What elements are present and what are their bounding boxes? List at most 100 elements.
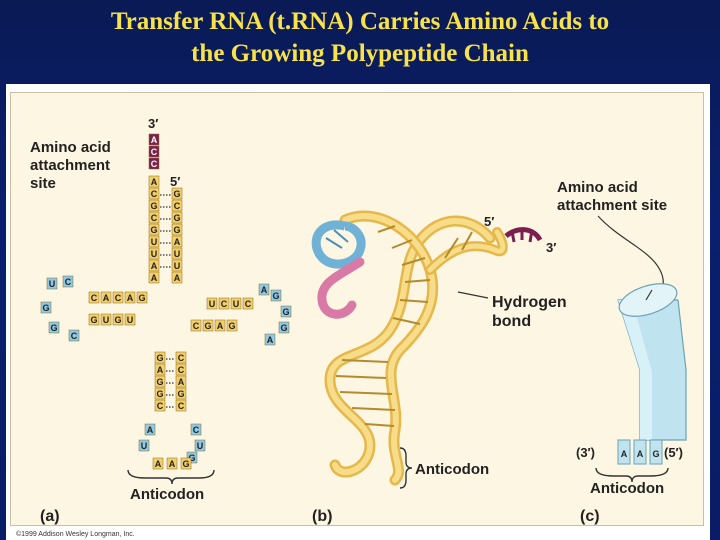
left-nt-5: U: [151, 237, 158, 247]
left-nt-0: A: [151, 177, 158, 187]
ac-loop-nt-3-box: [194, 439, 206, 452]
d-bottom-nt-0: G: [90, 315, 97, 325]
panel-c-five-prime: (5′): [664, 445, 683, 460]
t-bottom-nt-1: G: [204, 321, 211, 331]
left-nt-6-box: [148, 247, 160, 260]
t-loop-nt-0-box: [258, 283, 270, 296]
right-nt-1: C: [174, 201, 181, 211]
anticodon-brace-a: [127, 469, 215, 485]
t-bottom-nt-2: A: [217, 321, 224, 331]
right-nt-3: G: [173, 225, 180, 235]
panel-a-anticodon-label: Anticodon: [130, 486, 204, 503]
ac-right-nt-3-box: [175, 387, 187, 400]
right-nt-2: G: [173, 213, 180, 223]
d-bottom-nt-1-box: [100, 313, 112, 326]
copyright-text: ©1999 Addison Wesley Longman, Inc.: [16, 530, 135, 538]
d-loop-nt-1: C: [65, 277, 72, 287]
hydrogen-label-line-2: bond: [492, 313, 531, 330]
panel-c-label: (c): [580, 508, 600, 525]
ac-left-nt-3: G: [156, 389, 163, 399]
left-nt-8: A: [151, 273, 158, 283]
panel-c-base-2-box: [649, 439, 663, 465]
blue-loop: [311, 220, 366, 269]
anticodon-brace-c: [595, 467, 669, 483]
anticodon-nt-1-box: [166, 457, 178, 470]
t-loop-nt-1-box: [270, 289, 282, 302]
ac-left-nt-2-box: [154, 375, 166, 388]
t-top-nt-3: C: [245, 299, 252, 309]
d-bottom-nt-0-box: [88, 313, 100, 326]
d-top-nt-4-box: [136, 291, 148, 304]
d-loop-nt-3: G: [50, 323, 57, 333]
cylinder-highlight: [618, 300, 652, 440]
t-loop-nt-1: G: [272, 291, 279, 301]
ac-right-nt-4: C: [178, 401, 185, 411]
d-loop-nt-0-box: [46, 277, 58, 290]
panel-c-attachment-line-1: Amino acid: [557, 179, 638, 196]
d-loop-nt-2-box: [40, 301, 52, 314]
d-loop-nt-4: C: [71, 331, 78, 341]
cylinder-top: [618, 283, 678, 317]
anticodon-nt-0: A: [155, 459, 162, 469]
right-nt-6-box: [171, 259, 183, 272]
ac-right-nt-1-box: [175, 363, 187, 376]
ac-loop-nt-4-box: [186, 451, 198, 464]
t-top-nt-1: C: [221, 299, 228, 309]
ac-left-nt-1: A: [157, 365, 164, 375]
d-loop-nt-3-box: [48, 321, 60, 334]
attachment-label-line-3: site: [30, 175, 56, 192]
ac-loop-nt-2: C: [193, 425, 200, 435]
right-nt-7: A: [174, 273, 181, 283]
ac-left-nt-1-box: [154, 363, 166, 376]
right-nt-2-box: [171, 211, 183, 224]
d-top-nt-3-box: [124, 291, 136, 304]
attachment-point: [645, 289, 653, 301]
right-nt-5-box: [171, 247, 183, 260]
right-nt-0-box: [171, 187, 183, 200]
panel-c-base-1: A: [637, 449, 644, 459]
ac-loop-nt-3: U: [197, 441, 204, 451]
title-line-2: the Growing Polypeptide Chain: [191, 40, 529, 67]
acceptor-nt-2: C: [151, 159, 158, 169]
left-nt-3-box: [148, 211, 160, 224]
panel-c-base-0: A: [621, 449, 628, 459]
d-bottom-nt-1: U: [103, 315, 110, 325]
t-bottom-nt-0: C: [193, 321, 200, 331]
panel-b-five-prime: 5′: [484, 214, 494, 229]
ac-loop-nt-4: G: [188, 453, 195, 463]
panel-b-label: (b): [312, 508, 332, 525]
blue-rungs: [325, 229, 349, 249]
base-pair-rungs: [335, 225, 473, 427]
acceptor-nt-0: A: [151, 135, 158, 145]
right-nt-3-box: [171, 223, 183, 236]
left-nt-1-box: [148, 187, 160, 200]
left-nt-6: U: [151, 249, 158, 259]
ac-loop-nt-1: U: [141, 441, 148, 451]
yellow-backbone-1-highlight: [326, 218, 493, 476]
t-top-nt-3-box: [242, 297, 254, 310]
ac-loop-nt-2-box: [190, 423, 202, 436]
t-loop-nt-3: G: [280, 323, 287, 333]
t-top-nt-1-box: [218, 297, 230, 310]
acceptor-nt-0-box: [148, 133, 160, 146]
ac-left-nt-0: G: [156, 353, 163, 363]
anticodon-brace-b: [399, 447, 413, 489]
d-loop-nt-2: G: [42, 303, 49, 313]
yellow-backbone-2-highlight: [342, 213, 436, 483]
ac-right-nt-3: G: [177, 389, 184, 399]
ac-loop-nt-1-box: [138, 439, 150, 452]
d-bottom-nt-2: G: [114, 315, 121, 325]
panel-b-three-prime: 3′: [546, 240, 556, 255]
panel-a-three-prime: 3′: [148, 116, 158, 131]
anticodon-stem-pairs: [166, 358, 175, 408]
attachment-label-line-1: Amino acid: [30, 139, 111, 156]
t-loop-nt-3-box: [278, 321, 290, 334]
left-nt-3: C: [151, 213, 158, 223]
anticodon-nt-0-box: [152, 457, 164, 470]
acceptor-base-pairs: [160, 194, 171, 268]
panel-a-cloverleaf: Amino acid attachment site 3′ 5′ ACC ACG…: [30, 116, 292, 525]
